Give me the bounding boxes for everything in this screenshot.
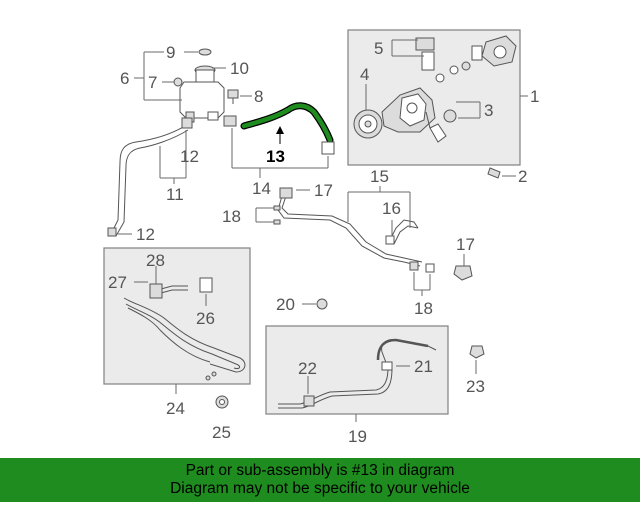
callout-28: 28 <box>146 251 165 270</box>
callout-15: 15 <box>370 167 389 186</box>
power-steering-pump <box>353 35 517 143</box>
callout-3: 3 <box>484 101 493 120</box>
callout-18-right: 18 <box>414 299 433 318</box>
part-17-fitting <box>453 265 473 281</box>
part-15-pressure-line <box>277 187 435 273</box>
callout-10: 10 <box>230 59 249 78</box>
reservoir-tank <box>173 48 225 123</box>
callout-5: 5 <box>374 39 383 58</box>
part-19-return-line <box>278 338 437 409</box>
callout-12-upper: 12 <box>180 147 199 166</box>
callout-6: 6 <box>120 69 129 88</box>
callout-17-right: 17 <box>456 235 475 254</box>
callout-23: 23 <box>466 377 485 396</box>
callout-13: 13 <box>266 147 285 166</box>
callout-20: 20 <box>276 295 295 314</box>
callout-14: 14 <box>252 179 271 198</box>
part-2-bolt <box>487 167 501 179</box>
part-24-cooler-tube <box>123 277 246 381</box>
callout-27: 27 <box>108 273 127 292</box>
callout-7: 7 <box>148 73 157 92</box>
callout-21: 21 <box>414 357 433 376</box>
callout-24: 24 <box>166 399 185 418</box>
callout-18-left: 18 <box>222 207 241 226</box>
callout-25: 25 <box>212 423 231 442</box>
parts-diagram: 1 5 4 3 2 6 9 7 10 8 11 12 12 <box>103 29 539 446</box>
callout-9: 9 <box>166 43 175 62</box>
part-13-hose <box>241 103 333 143</box>
callout-11: 11 <box>166 185 184 204</box>
part-11-hose <box>111 123 189 233</box>
banner-line-2: Diagram may not be specific to your vehi… <box>170 480 470 497</box>
callout-22: 22 <box>298 359 317 378</box>
callout-4: 4 <box>360 65 369 84</box>
part-23-clip <box>469 345 485 359</box>
part-8-bolt <box>227 89 239 99</box>
callout-12-lower: 12 <box>136 225 155 244</box>
info-banner: Part or sub-assembly is #13 in diagram D… <box>0 458 640 502</box>
callout-8: 8 <box>254 87 263 106</box>
callout-2: 2 <box>518 167 527 186</box>
return-line-box <box>265 325 449 415</box>
banner-line-1: Part or sub-assembly is #13 in diagram <box>185 462 455 479</box>
part-20-nut <box>316 298 328 310</box>
cooler-assembly-box <box>103 247 251 385</box>
callout-19: 19 <box>348 427 367 446</box>
callout-26: 26 <box>196 309 215 328</box>
callout-16: 16 <box>382 199 401 218</box>
callout-17-upper: 17 <box>314 181 333 200</box>
callout-1: 1 <box>530 87 539 106</box>
